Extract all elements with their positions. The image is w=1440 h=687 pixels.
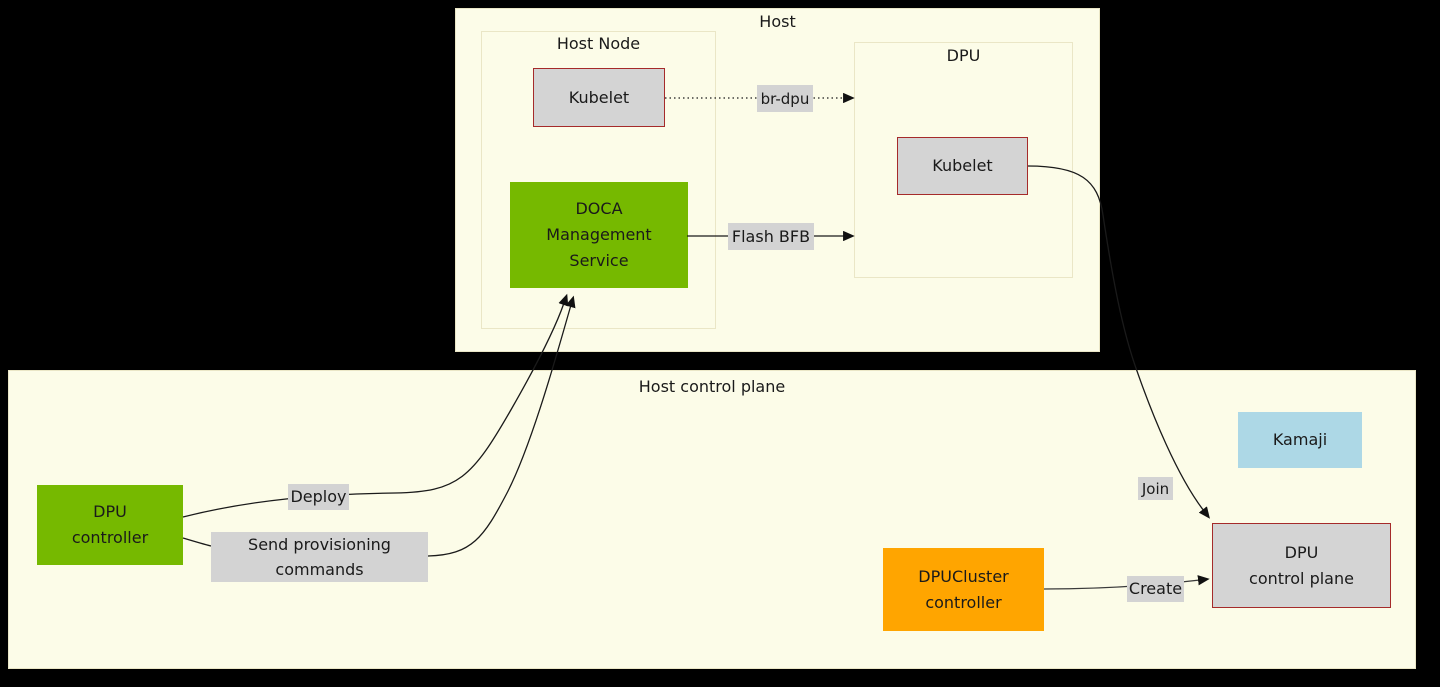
edge-label-join-text: Join: [1141, 479, 1170, 498]
node-dpu-control-plane-label-line: DPU: [1284, 542, 1319, 562]
node-doca-label-line: DOCA: [575, 199, 623, 218]
node-kubelet-host: Kubelet: [533, 68, 665, 127]
edge-label-join: Join: [1138, 477, 1173, 500]
edge-label-send-provisioning-line: Send provisioning: [248, 535, 391, 554]
node-dpucluster-controller-label-line: controller: [925, 592, 1002, 612]
node-dpucluster-controller-label-line: DPUCluster: [918, 566, 1009, 586]
edge-label-flash-bfb-text: Flash BFB: [731, 226, 811, 246]
edge-label-flash-bfb: Flash BFB: [728, 223, 814, 250]
edge-label-br-dpu-text: br-dpu: [760, 89, 810, 108]
edge-label-deploy: Deploy: [288, 484, 349, 510]
edge-label-create: Create: [1127, 576, 1184, 602]
node-kamaji: Kamaji: [1238, 412, 1362, 468]
edge-label-send-provisioning-line: commands: [275, 560, 364, 579]
edge-label-send-provisioning: Send provisioning commands: [211, 532, 428, 582]
node-kubelet-dpu: Kubelet: [897, 137, 1028, 195]
node-doca-label-line: Management: [546, 225, 652, 244]
node-dpu-controller-label-line: DPU: [93, 502, 127, 521]
node-dpucluster-controller: DPUCluster controller: [883, 548, 1044, 631]
cluster-host-control-plane: [8, 370, 1416, 669]
node-dpu-control-plane: DPU control plane: [1212, 523, 1391, 608]
edge-label-br-dpu: br-dpu: [757, 85, 813, 112]
node-doca-management-service: DOCA Management Service: [510, 182, 688, 288]
edge-label-deploy-text: Deploy: [290, 487, 347, 506]
edge-label-create-text: Create: [1128, 579, 1183, 598]
node-doca-label-line: Service: [569, 251, 629, 270]
node-dpu-controller-label-line: controller: [71, 528, 149, 547]
node-dpu-controller: DPU controller: [37, 485, 183, 565]
node-kubelet-dpu-label: Kubelet: [932, 156, 993, 175]
node-kubelet-host-label: Kubelet: [568, 87, 630, 107]
node-kamaji-label: Kamaji: [1272, 430, 1328, 449]
node-dpu-control-plane-label-line: control plane: [1249, 568, 1354, 588]
